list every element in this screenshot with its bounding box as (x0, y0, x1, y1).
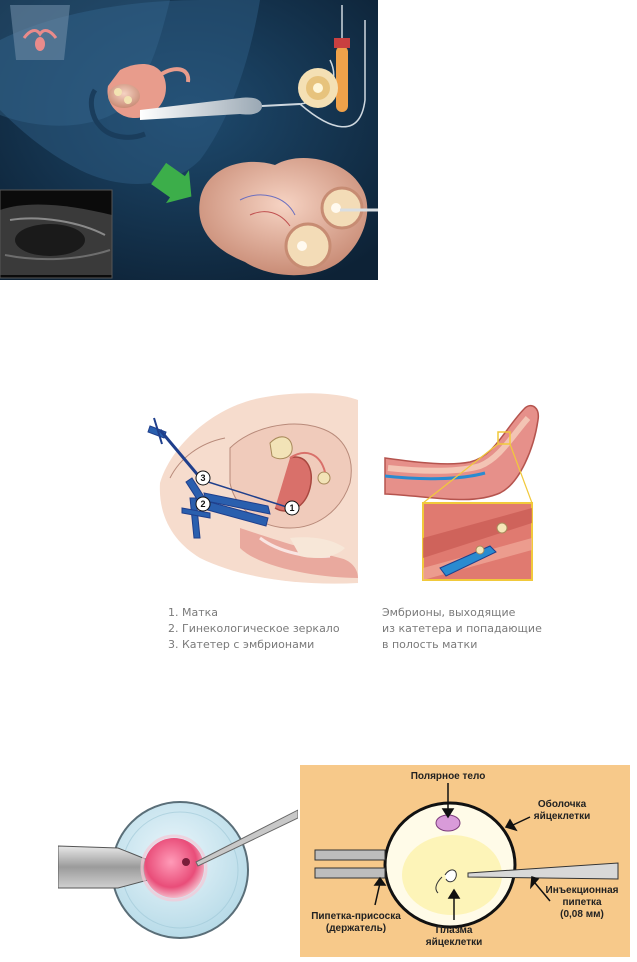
legend-right: Эмбрионы, выходящие из катетера и попада… (382, 605, 542, 653)
label-inj-1: Инъекционная (546, 885, 619, 896)
label-inj-3: (0,08 мм) (560, 909, 604, 920)
ultrasound-probe (140, 20, 366, 128)
egg-retrieval-illustration (0, 0, 378, 280)
svg-text:3: 3 (200, 473, 205, 483)
label-holder-2: (держатель) (326, 923, 386, 934)
uterus-ovary (88, 64, 191, 140)
label-shell-2: яйцеклетки (534, 811, 591, 822)
legend-right-line-2: из катетера и попадающие (382, 622, 542, 635)
legend-item-2: 2. Гинекологическое зеркало (168, 622, 340, 635)
label-polar-body: Полярное тело (411, 771, 486, 782)
label-plasma-2: яйцеклетки (426, 937, 483, 948)
uterine-cavity-detail (384, 404, 540, 581)
test-tube (334, 5, 350, 112)
label-holder-1: Пипетка-присоска (311, 911, 401, 922)
holding-pipette (314, 849, 386, 879)
icsi-illustration (58, 800, 298, 950)
pelvic-cross-section (159, 393, 358, 584)
label-plasma-1: Плазма (436, 925, 473, 936)
legend-left: 1. Матка 2. Гинекологическое зеркало 3. … (168, 605, 340, 653)
embryo-transfer-illustration: 3 2 1 (140, 388, 540, 593)
oocyte-magnified (298, 68, 338, 108)
marker-1: 1 (284, 500, 300, 516)
anatomy-thumbnail (10, 5, 70, 60)
svg-text:1: 1 (289, 503, 294, 513)
legend-item-1: 1. Матка (168, 606, 219, 619)
ultrasound-image (0, 189, 113, 279)
svg-text:2: 2 (200, 499, 205, 509)
embryo-catheter (147, 417, 291, 509)
label-shell-1: Оболочка (538, 798, 587, 810)
ovary-enlarged (199, 157, 378, 276)
arrow-icon (151, 162, 192, 204)
injection-pipette (467, 862, 619, 880)
marker-3: 3 (195, 470, 211, 486)
legend-right-line-3: в полость матки (382, 638, 478, 651)
marker-2: 2 (195, 496, 211, 512)
legend-item-3: 3. Катетер с эмбрионами (168, 638, 315, 651)
legend-right-line-1: Эмбрионы, выходящие (382, 606, 516, 619)
label-inj-2: пипетка (562, 897, 602, 908)
icsi-schematic: Полярное тело Оболочка яйцеклетки Инъекц… (300, 765, 630, 957)
